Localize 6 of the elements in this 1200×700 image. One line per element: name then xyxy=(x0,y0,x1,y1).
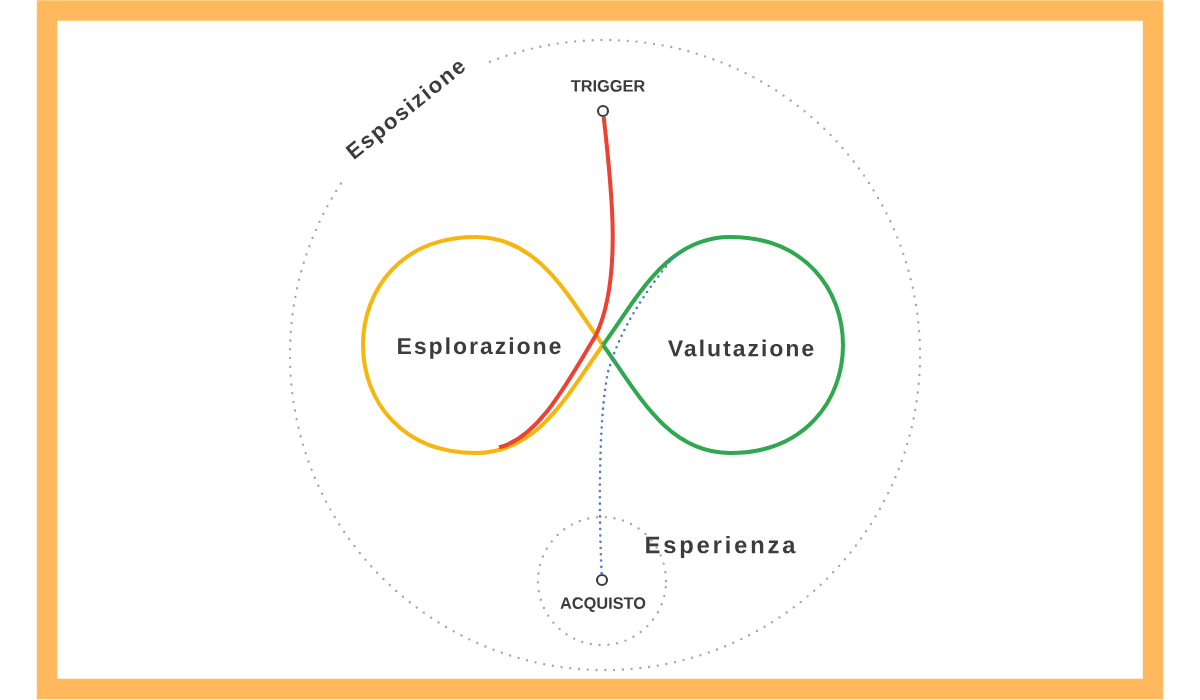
region-label: Esperienza xyxy=(646,535,796,559)
loop-label: Esplorazione xyxy=(398,337,561,359)
point-label: ACQUISTO xyxy=(560,597,646,612)
dotted-line xyxy=(598,255,675,576)
loop-label: Valutazione xyxy=(668,339,814,357)
point-label: TRIGGER xyxy=(571,80,645,92)
